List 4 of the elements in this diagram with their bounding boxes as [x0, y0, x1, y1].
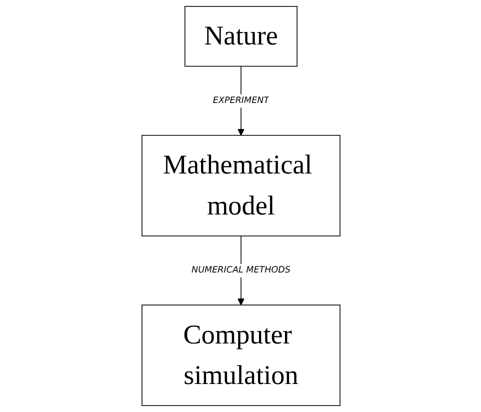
node-box: Mathematical model [141, 134, 340, 236]
node-box: Computer simulation [141, 304, 340, 406]
node-box: Nature [184, 6, 297, 67]
edge-label: NUMERICAL METHODS [191, 264, 290, 276]
